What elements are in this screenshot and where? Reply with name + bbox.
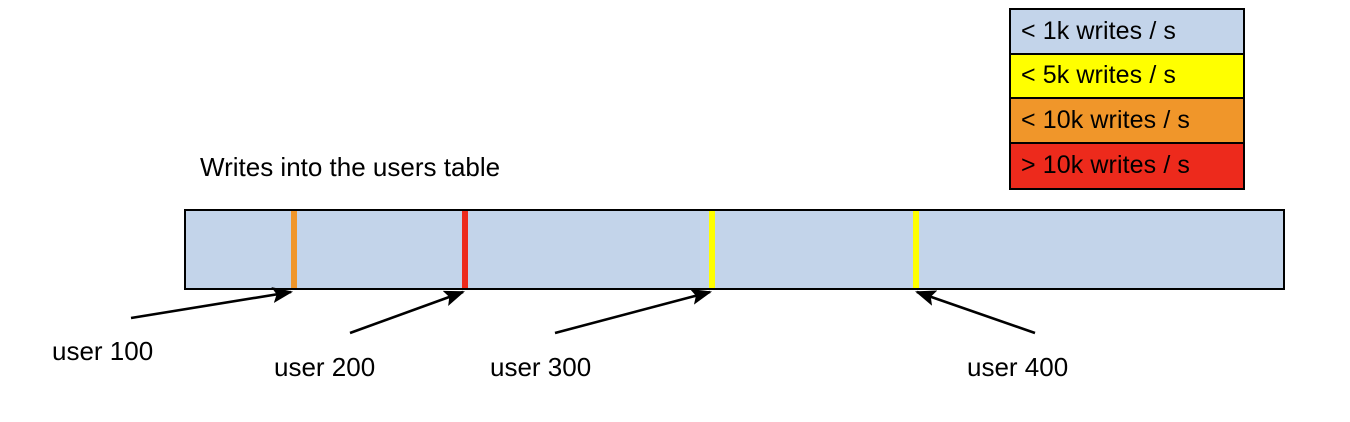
legend-row-under-5k: < 5k writes / s — [1011, 54, 1243, 99]
marker-label-user-100: user 100 — [52, 336, 154, 366]
users-table-keyspace-bar — [184, 209, 1285, 290]
arrow-user-300 — [554, 288, 713, 335]
chart-title: Writes into the users table — [200, 152, 501, 182]
hotspot-stripe-user-100 — [291, 211, 297, 288]
arrow-user-200 — [349, 290, 465, 335]
arrow-user-400 — [915, 290, 1036, 335]
legend-label-under-10k: < 10k writes / s — [1021, 105, 1191, 134]
arrow-user-100 — [130, 287, 294, 320]
legend-row-under-10k: < 10k writes / s — [1011, 99, 1243, 144]
legend-label-over-10k: > 10k writes / s — [1021, 151, 1191, 180]
legend-row-over-10k: > 10k writes / s — [1011, 143, 1243, 188]
legend-label-under-5k: < 5k writes / s — [1021, 61, 1177, 90]
marker-label-user-300: user 300 — [490, 352, 592, 382]
hotspot-stripe-user-300 — [709, 211, 715, 288]
marker-label-user-400: user 400 — [967, 352, 1069, 382]
write-rate-legend: < 1k writes / s < 5k writes / s < 10k wr… — [1009, 8, 1245, 190]
legend-row-under-1k: < 1k writes / s — [1011, 10, 1243, 55]
hotspot-stripe-user-200 — [462, 211, 468, 288]
legend-label-under-1k: < 1k writes / s — [1021, 16, 1177, 45]
marker-label-user-200: user 200 — [274, 352, 376, 382]
hotspot-stripe-user-400 — [913, 211, 919, 288]
